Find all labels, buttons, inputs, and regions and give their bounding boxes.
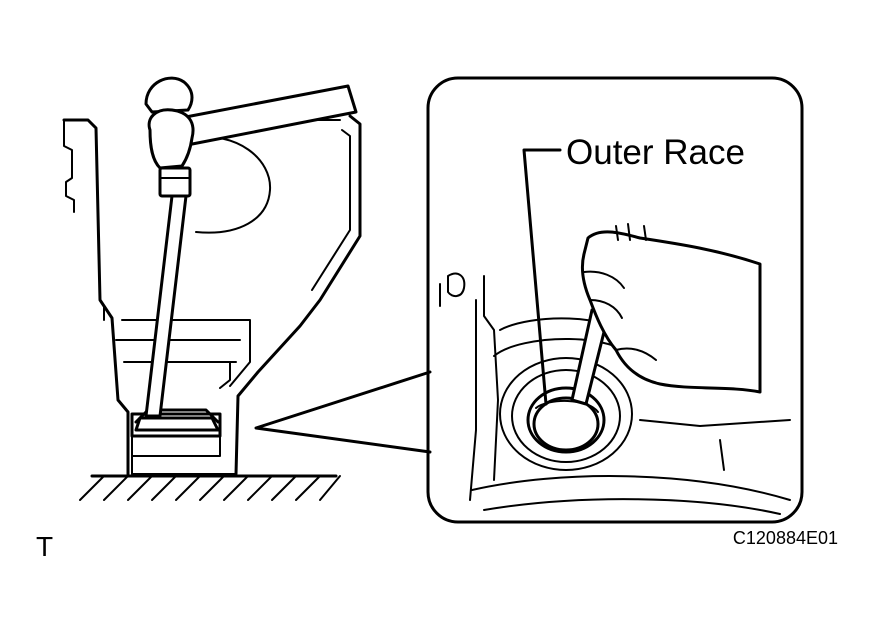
hammer-icon [144,76,358,198]
callout-pointer [254,370,432,454]
drift-icon [134,194,220,432]
detail-callout: Outer Race [426,76,804,524]
ground-hatching [79,474,341,501]
hand-icon [570,223,762,406]
corner-mark: T [36,531,53,562]
outer-race-label: Outer Race [566,133,745,172]
transaxle-case-illustration [62,76,362,501]
figure-code: C120884E01 [733,528,838,548]
outer-race-leader [522,148,562,406]
